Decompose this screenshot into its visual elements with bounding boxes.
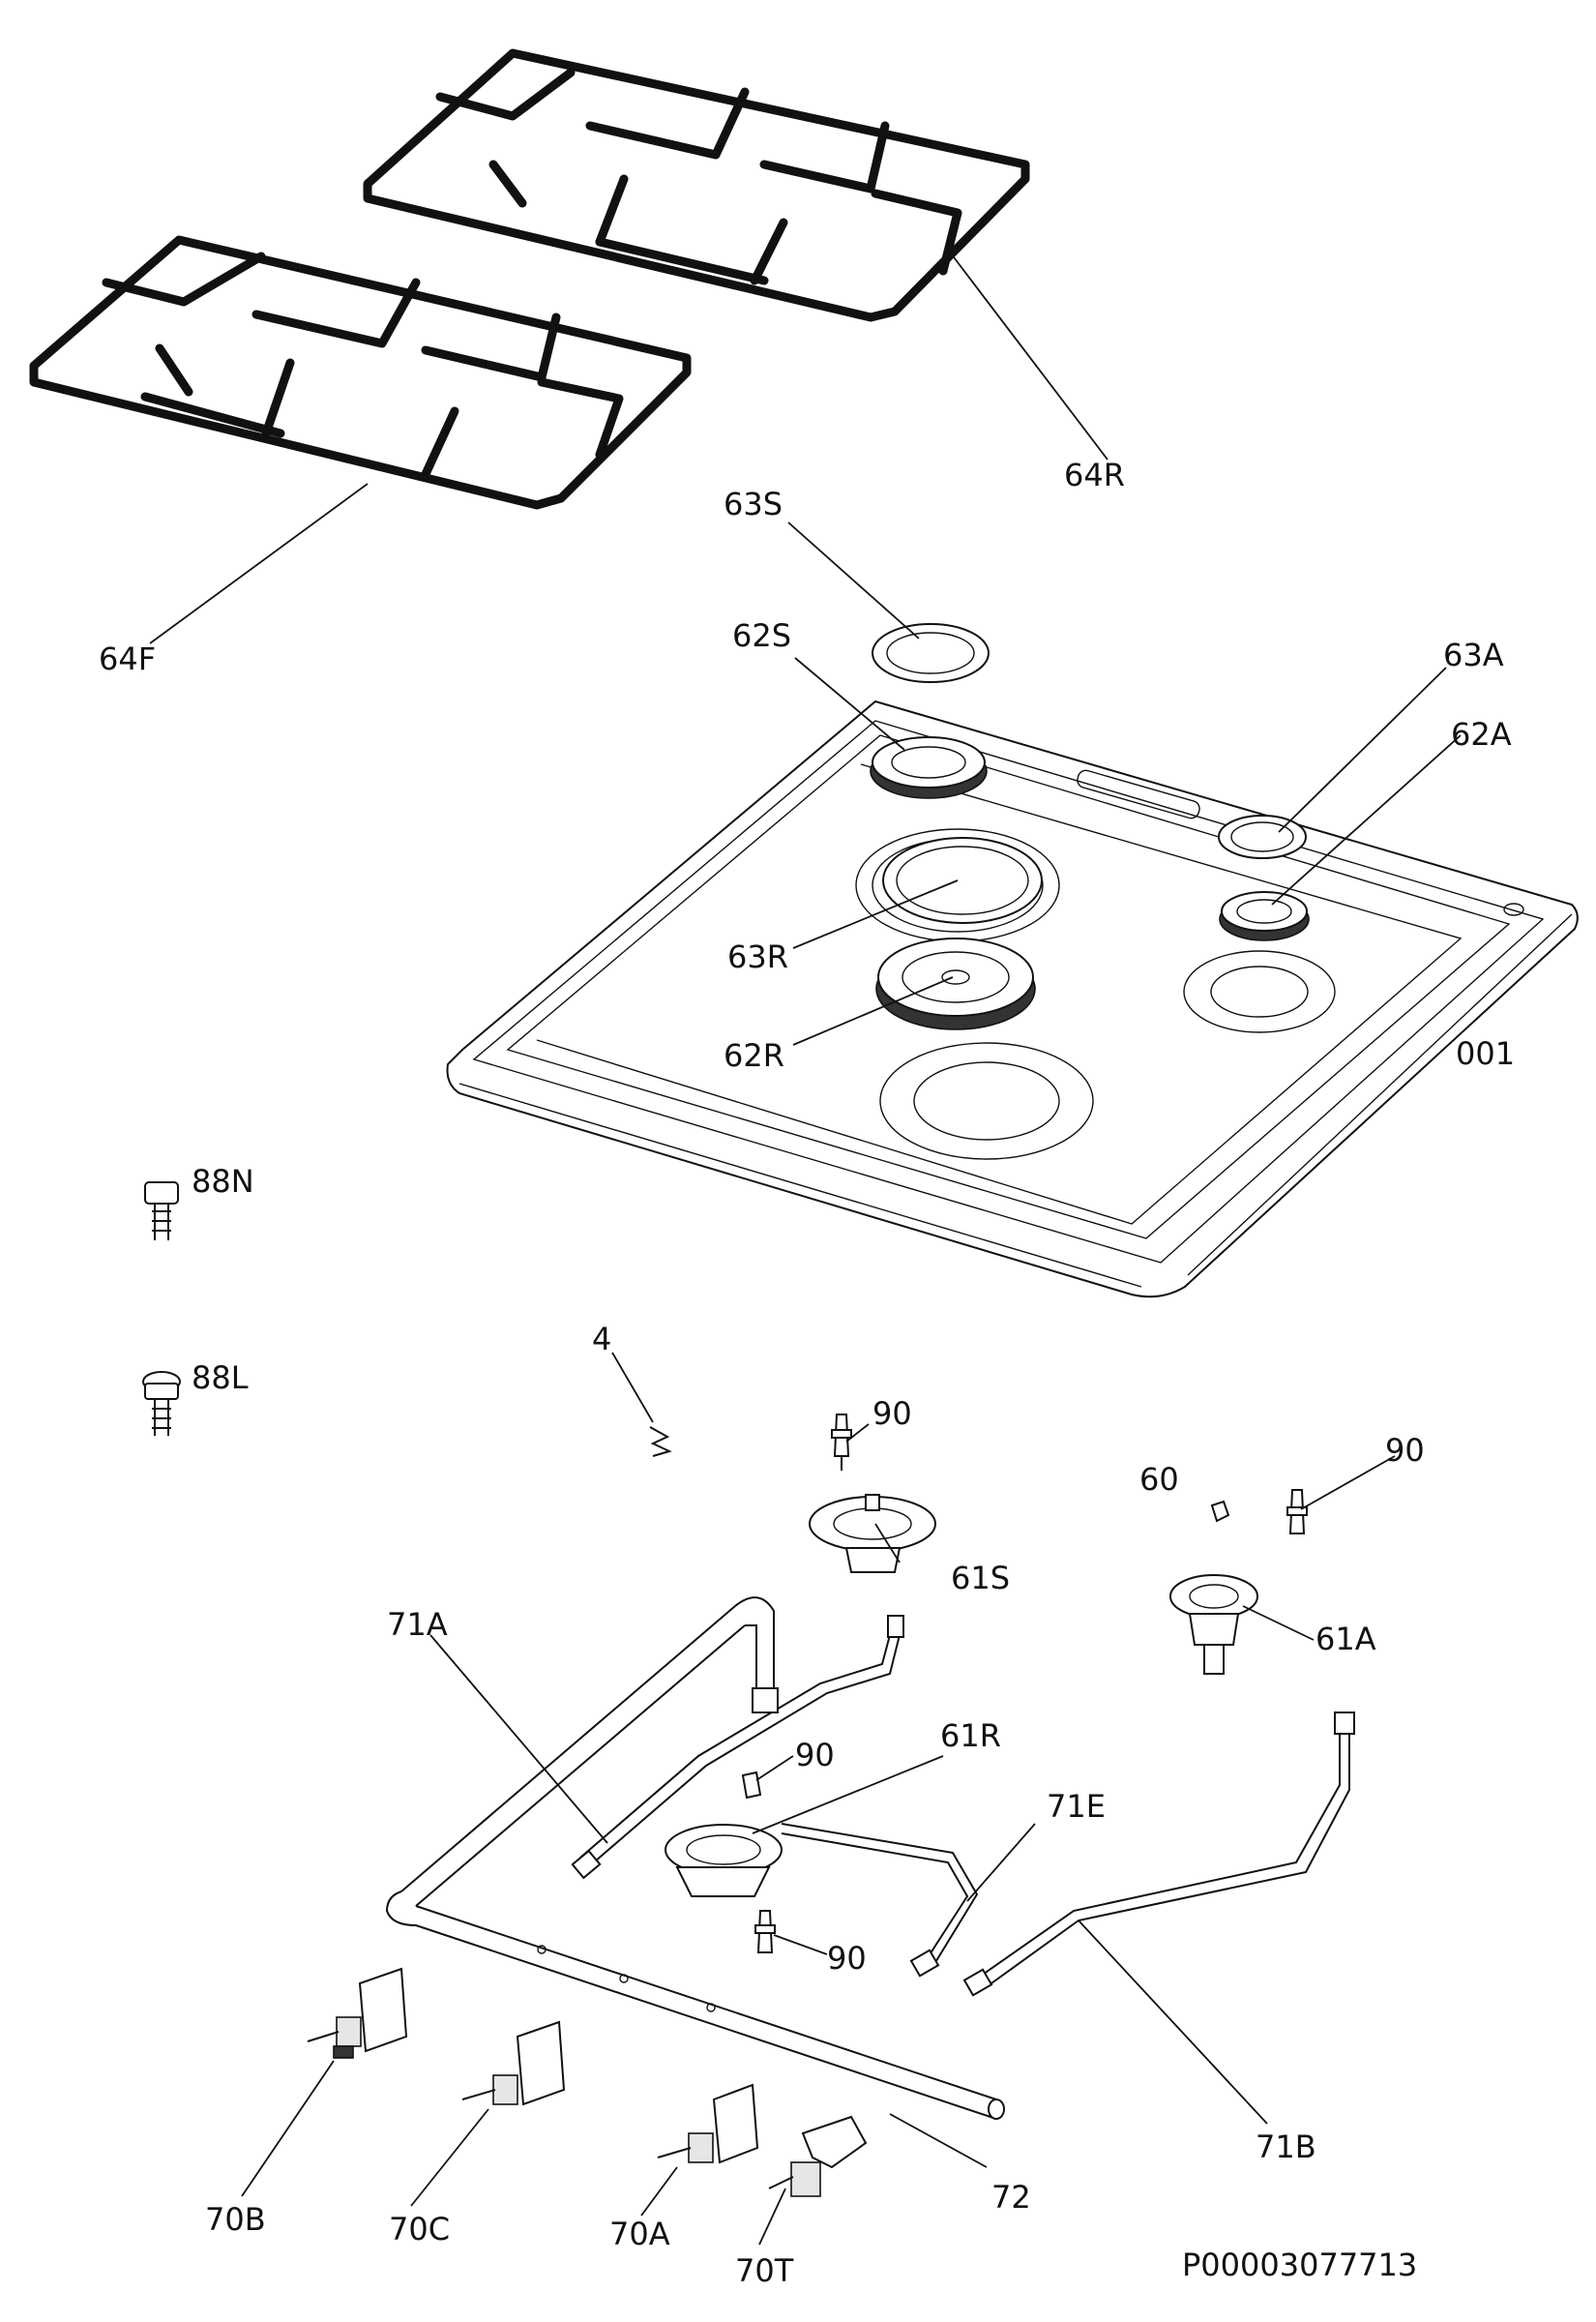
gas-manifold-72	[385, 1596, 1005, 2120]
burner-crown-62S	[870, 736, 988, 799]
gas-valve-70B	[307, 1967, 408, 2059]
gas-valve-70C	[461, 2020, 566, 2106]
reference-number: P00003077713	[1182, 2247, 1417, 2283]
gas-valve-70T	[768, 2115, 868, 2197]
label-71E: 71E	[1047, 1788, 1106, 1825]
pan-support-64F	[29, 235, 692, 510]
burner-cap-63S	[872, 623, 990, 683]
burner-cap-63R	[882, 837, 1043, 924]
label-61R: 61R	[940, 1717, 1001, 1754]
label-70B: 70B	[205, 2201, 266, 2238]
label-001: 001	[1456, 1035, 1515, 1072]
burner-crown-62R	[875, 938, 1036, 1030]
label-4: 4	[592, 1321, 611, 1357]
label-71A: 71A	[387, 1606, 448, 1643]
burner-body-61A	[1169, 1574, 1258, 1675]
label-71B: 71B	[1256, 2128, 1316, 2165]
gas-pipe-71B	[962, 1712, 1355, 1997]
label-63S: 63S	[724, 486, 783, 522]
label-63R: 63R	[727, 938, 788, 975]
label-62A: 62A	[1451, 716, 1512, 753]
gas-pipe-71A	[571, 1615, 904, 1880]
label-61S: 61S	[951, 1560, 1010, 1596]
label-70C: 70C	[389, 2211, 450, 2248]
nozzle-90-center	[741, 1771, 762, 1800]
label-61A: 61A	[1315, 1621, 1376, 1657]
burner-crown-62A	[1219, 891, 1310, 941]
pan-support-64R	[363, 48, 1030, 322]
burner-cap-63A	[1218, 815, 1307, 859]
leader-lines	[149, 249, 1462, 2246]
thermocouple-90-right	[1286, 1489, 1308, 1534]
label-64F: 64F	[99, 640, 156, 677]
label-63A: 63A	[1443, 637, 1504, 673]
clip-4	[649, 1426, 672, 1457]
label-88L: 88L	[192, 1359, 249, 1396]
label-90-right: 90	[1385, 1432, 1425, 1469]
label-90-bottom: 90	[827, 1940, 867, 1977]
label-72: 72	[991, 2179, 1031, 2216]
label-62S: 62S	[732, 617, 791, 654]
screw-88L	[142, 1371, 181, 1436]
label-90-center: 90	[795, 1737, 835, 1773]
nut-60	[1210, 1500, 1230, 1523]
label-60: 60	[1139, 1461, 1179, 1498]
label-64R: 64R	[1064, 457, 1125, 493]
label-70T: 70T	[735, 2252, 794, 2289]
callout-labels: 64R 64F 63S 62S 63A 62A 63R 62R 001 88N …	[99, 457, 1515, 2289]
label-70A: 70A	[609, 2216, 670, 2252]
label-88N: 88N	[192, 1163, 254, 1200]
thermocouple-90-top	[831, 1414, 852, 1471]
gas-valve-70A	[657, 2083, 759, 2164]
burner-body-61R	[665, 1824, 783, 1897]
gas-pipe-71E	[781, 1823, 979, 1978]
screw-88N	[144, 1181, 179, 1240]
label-62R: 62R	[724, 1037, 784, 1074]
thermocouple-90-bottom	[754, 1910, 776, 1953]
label-90-top: 90	[872, 1395, 912, 1432]
burner-body-61S	[809, 1494, 936, 1573]
